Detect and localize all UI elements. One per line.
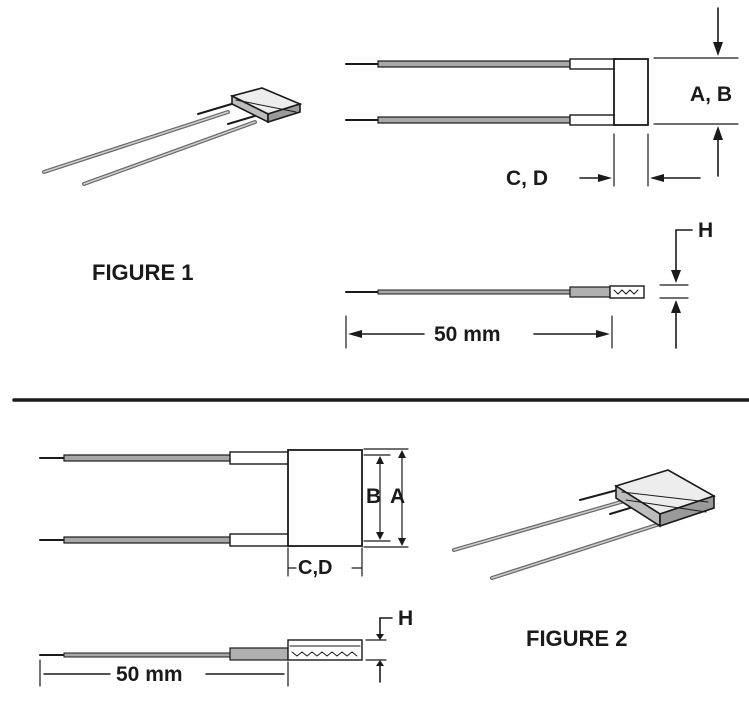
figure1-dim-h-label: H [698,219,714,242]
figure1-dim-ab-label: A, B [690,83,732,106]
figure2-dim-cd-label: C,D [298,557,333,579]
figure2-side-view [39,617,393,687]
figure1-isometric-view [42,87,303,186]
figure1-top-view [345,7,739,187]
figure2-title: FIGURE 2 [526,626,628,651]
figure1-dim-length-label: 50 mm [434,323,501,346]
figure2-dim-length-label: 50 mm [116,663,183,686]
figure1-title: FIGURE 1 [92,260,194,285]
figure2-isometric-view [452,469,716,580]
figure1-dim-cd-label: C, D [506,167,548,190]
figure2-dim-b-label: B [366,485,382,508]
figure2-dim-h-label: H [398,607,414,630]
figure1-side-view [345,229,693,349]
figure2-top-view [39,448,409,577]
figure2-dim-a-label: A [390,485,406,508]
